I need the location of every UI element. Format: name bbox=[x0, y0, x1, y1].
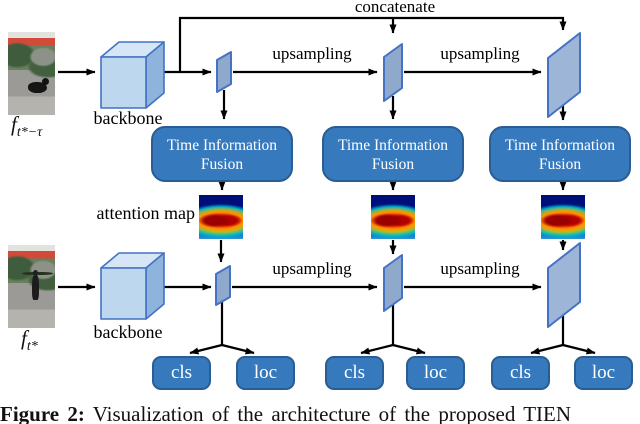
feature-plane-bottom-1 bbox=[215, 265, 231, 306]
frame-label-current: ft* bbox=[21, 326, 38, 355]
person-head bbox=[33, 269, 39, 276]
loc-head-1: loc bbox=[236, 356, 295, 390]
attention-map-image-2 bbox=[371, 195, 415, 239]
concatenate-wire bbox=[178, 16, 567, 71]
time-information-fusion-block-1: Time Information Fusion bbox=[151, 126, 293, 182]
fusion-block-line1: Time Information bbox=[166, 137, 278, 154]
upsampling-label-bottom-1: upsampling bbox=[272, 259, 352, 278]
loc-head-2: loc bbox=[406, 356, 465, 390]
attention-map-image-3 bbox=[541, 195, 585, 239]
fusion-block-line2: Fusion bbox=[371, 156, 415, 173]
person-silhouette bbox=[32, 274, 39, 300]
attention-map-label: attention map bbox=[96, 203, 195, 223]
cls-head-2: cls bbox=[325, 356, 384, 390]
frame-symbol: f bbox=[21, 326, 27, 350]
backbone-cube-current bbox=[100, 252, 165, 320]
input-frame-prev bbox=[8, 32, 55, 115]
attention-map-image-1 bbox=[199, 195, 243, 239]
cls-head-1: cls bbox=[152, 356, 211, 390]
feature-planes-top bbox=[216, 32, 581, 118]
caption-text: Visualization of the architecture of the… bbox=[84, 402, 572, 424]
upsampling-label-top-1: upsampling bbox=[272, 44, 352, 63]
input-frame-current bbox=[8, 245, 55, 328]
fusion-block-line1: Time Information bbox=[504, 137, 616, 154]
caption-number: Figure 2: bbox=[0, 402, 85, 424]
feature-plane-top-1 bbox=[216, 51, 232, 93]
dog-head bbox=[41, 77, 50, 86]
backbone-cube-prev bbox=[100, 41, 165, 109]
park-scene-image bbox=[8, 32, 55, 115]
head-split-arrows bbox=[189, 302, 596, 355]
column-arrows bbox=[217, 90, 567, 263]
frame-label-prev: ft*−τ bbox=[11, 112, 42, 141]
backbone-label-prev: backbone bbox=[93, 108, 163, 128]
upsampling-label-top-2: upsampling bbox=[440, 44, 520, 63]
frame-subscript: t*−τ bbox=[16, 125, 43, 141]
fusion-block-line2: Fusion bbox=[200, 156, 244, 173]
frame-symbol: f bbox=[11, 112, 17, 136]
upsampling-label-bottom-2: upsampling bbox=[440, 259, 520, 278]
concatenate-label: concatenate bbox=[354, 0, 436, 16]
frame-subscript: t* bbox=[26, 339, 38, 355]
feature-planes-bottom bbox=[215, 242, 581, 328]
fusion-block-line2: Fusion bbox=[538, 156, 582, 173]
feature-plane-top-2 bbox=[383, 43, 403, 102]
park-scene-image bbox=[8, 245, 55, 328]
time-information-fusion-block-3: Time Information Fusion bbox=[489, 126, 631, 182]
loc-head-3: loc bbox=[574, 356, 633, 390]
feature-plane-bottom-3 bbox=[547, 242, 581, 328]
fusion-block-line1: Time Information bbox=[337, 137, 449, 154]
feature-plane-bottom-2 bbox=[383, 254, 403, 312]
cls-head-3: cls bbox=[491, 356, 550, 390]
figure-caption: Figure 2: Visualization of the architect… bbox=[0, 402, 640, 424]
time-information-fusion-block-2: Time Information Fusion bbox=[322, 126, 464, 182]
backbone-label-current: backbone bbox=[93, 322, 163, 342]
feature-plane-top-3 bbox=[547, 32, 581, 118]
dog-silhouette bbox=[27, 81, 47, 94]
